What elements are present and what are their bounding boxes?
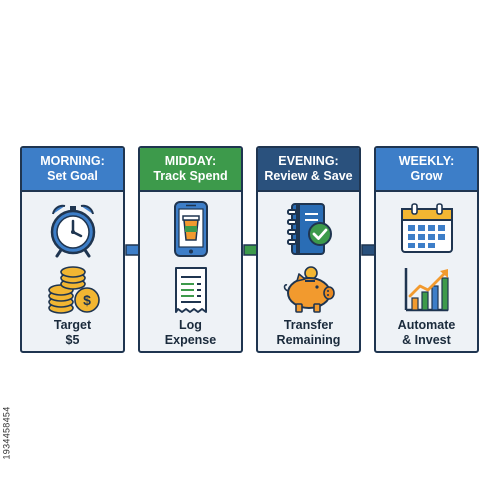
step-label-line1: Automate (397, 318, 456, 332)
watermark-text: 1934458454 (2, 406, 12, 460)
svg-text:$: $ (83, 292, 91, 308)
step-card-evening: EVENING: Review & Save (256, 146, 361, 353)
step-label-line2: Remaining (276, 333, 341, 347)
watermark-id: 1934458454 (0, 368, 14, 498)
step-header-midday: MIDDAY: Track Spend (140, 148, 241, 192)
step-title-line1: MIDDAY: (164, 154, 217, 168)
step-label-line2: & Invest (402, 333, 451, 347)
step-title-line2: Grow (410, 169, 443, 183)
step-title-line1: WEEKLY: (398, 154, 455, 168)
receipt-icon (174, 267, 207, 313)
piggy-bank-icon (283, 266, 335, 313)
step-label-line1: Target (53, 318, 92, 332)
step-label-line1: Log (179, 318, 202, 332)
step-card-weekly: WEEKLY: Grow (374, 146, 479, 353)
step-title-line2: Set Goal (47, 169, 98, 183)
alarm-clock-icon (50, 204, 95, 258)
coin-stack-icon: $ (47, 266, 100, 314)
step-title-line1: MORNING: (40, 154, 105, 168)
step-header-morning: MORNING: Set Goal (22, 148, 123, 192)
step-header-evening: EVENING: Review & Save (258, 148, 359, 192)
step-header-weekly: WEEKLY: Grow (376, 148, 477, 192)
step-card-morning: MORNING: Set Goal (20, 146, 125, 353)
smartphone-coffee-icon (173, 201, 208, 257)
step-label-line1: Transfer (283, 318, 334, 332)
calendar-icon (400, 203, 453, 253)
growth-chart-icon (404, 268, 449, 312)
step-label-line2: Expense (164, 333, 217, 347)
step-title-line2: Review & Save (264, 169, 353, 183)
step-title-line1: EVENING: (278, 154, 339, 168)
notebook-check-icon (286, 203, 332, 255)
step-card-midday: MIDDAY: Track Spend (138, 146, 243, 353)
step-label-line2: $5 (65, 333, 80, 347)
step-title-line2: Track Spend (153, 169, 228, 183)
